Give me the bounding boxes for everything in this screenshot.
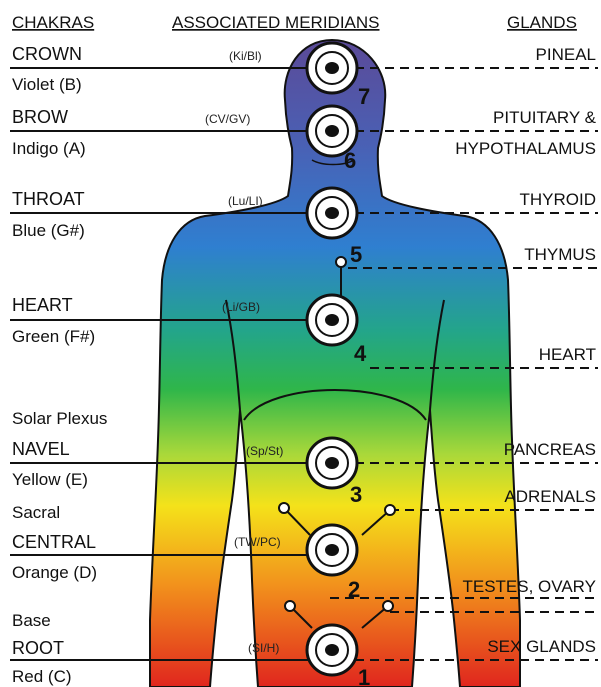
gland-testes-ovary: TESTES, OVARY [462, 577, 596, 596]
header-glands: GLANDS [507, 13, 577, 32]
crown-label: CROWN [12, 44, 82, 64]
central-meridian: (TW/PC) [234, 535, 281, 549]
root-meridian: (SI/H) [248, 641, 279, 655]
thymus-node [336, 257, 346, 267]
root-subtitle: Base [12, 611, 51, 630]
header-chakras: CHAKRAS [12, 13, 94, 32]
central-color: Orange (D) [12, 563, 97, 582]
heart-chakra-icon [307, 295, 357, 345]
throat-chakra-icon [307, 188, 357, 238]
gland-pituitary: PITUITARY & [493, 108, 597, 127]
heart-color: Green (F#) [12, 327, 95, 346]
navel-subtitle: Solar Plexus [12, 409, 107, 428]
throat-label: THROAT [12, 189, 85, 209]
navel-chakra-icon [307, 438, 357, 488]
throat-color: Blue (G#) [12, 221, 85, 240]
chakra-number-5: 5 [350, 242, 362, 267]
gonad-right-node [383, 601, 393, 611]
heart-label: HEART [12, 295, 73, 315]
central-subtitle: Sacral [12, 503, 60, 522]
heart-meridian: (Li/GB) [222, 300, 260, 314]
chakra-number-2: 2 [348, 577, 360, 602]
brow-color: Indigo (A) [12, 139, 86, 158]
gonad-left-node [285, 601, 295, 611]
chakra-number-6: 6 [344, 148, 356, 173]
gland-thyroid: THYROID [520, 190, 597, 209]
crown-meridian: (Ki/Bl) [229, 49, 262, 63]
chakra-number-7: 7 [358, 84, 370, 109]
root-chakra-icon [307, 625, 357, 675]
adrenal-right-node [385, 505, 395, 515]
root-color: Red (C) [12, 667, 72, 686]
adrenal-left-node [279, 503, 289, 513]
chakra-number-1: 1 [358, 665, 370, 687]
root-label: ROOT [12, 638, 64, 658]
header-meridians: ASSOCIATED MERIDIANS [172, 13, 380, 32]
gland-pancreas: PANCREAS [504, 440, 596, 459]
crown-color: Violet (B) [12, 75, 82, 94]
gland-pineal: PINEAL [536, 45, 596, 64]
central-chakra-icon [307, 525, 357, 575]
navel-label: NAVEL [12, 439, 70, 459]
throat-meridian: (Lu/LI) [228, 194, 263, 208]
gland-thymus: THYMUS [524, 245, 596, 264]
crown-chakra-icon [307, 43, 357, 93]
chakra-number-3: 3 [350, 482, 362, 507]
gland-adrenals: ADRENALS [504, 487, 596, 506]
brow-label: BROW [12, 107, 68, 127]
navel-color: Yellow (E) [12, 470, 88, 489]
chakra-number-4: 4 [354, 341, 367, 366]
gland-sex-glands: SEX GLANDS [487, 637, 596, 656]
central-label: CENTRAL [12, 532, 96, 552]
brow-meridian: (CV/GV) [205, 112, 250, 126]
gland-hypothalamus: HYPOTHALAMUS [455, 139, 596, 158]
navel-meridian: (Sp/St) [246, 444, 283, 458]
gland-heart: HEART [539, 345, 596, 364]
